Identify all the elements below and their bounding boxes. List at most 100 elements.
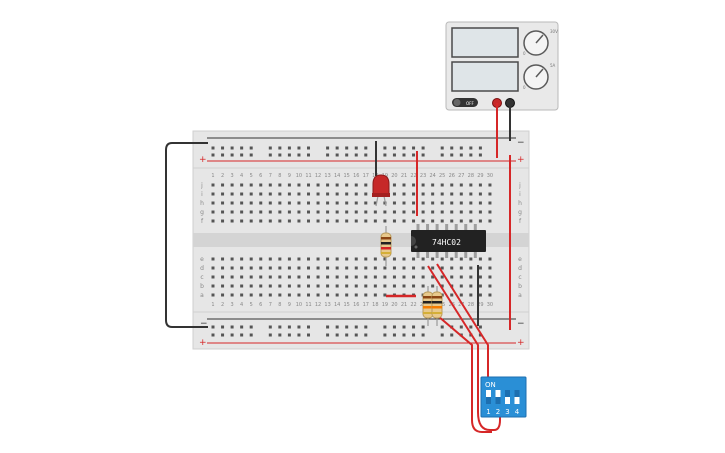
terminal-hole[interactable]	[345, 266, 349, 270]
terminal-hole[interactable]	[469, 210, 473, 214]
dip-switch-toggle-3[interactable]	[505, 397, 510, 404]
terminal-hole[interactable]	[326, 201, 330, 205]
terminal-hole[interactable]	[469, 257, 473, 261]
terminal-hole[interactable]	[440, 284, 444, 288]
rail-hole[interactable]	[364, 146, 368, 150]
terminal-hole[interactable]	[383, 266, 387, 270]
terminal-hole[interactable]	[459, 210, 463, 214]
terminal-hole[interactable]	[402, 201, 406, 205]
rail-hole[interactable]	[450, 153, 454, 157]
terminal-hole[interactable]	[259, 293, 263, 297]
terminal-hole[interactable]	[221, 284, 225, 288]
terminal-hole[interactable]	[249, 293, 253, 297]
terminal-hole[interactable]	[402, 210, 406, 214]
terminal-hole[interactable]	[287, 266, 291, 270]
terminal-hole[interactable]	[278, 183, 282, 187]
terminal-hole[interactable]	[421, 275, 425, 279]
rail-hole[interactable]	[469, 153, 473, 157]
terminal-hole[interactable]	[326, 192, 330, 196]
rail-hole[interactable]	[221, 325, 225, 329]
terminal-hole[interactable]	[278, 192, 282, 196]
rail-hole[interactable]	[240, 153, 244, 157]
terminal-hole[interactable]	[287, 293, 291, 297]
terminal-hole[interactable]	[450, 293, 454, 297]
rail-hole[interactable]	[345, 146, 349, 150]
terminal-hole[interactable]	[221, 219, 225, 223]
terminal-hole[interactable]	[354, 293, 358, 297]
rail-hole[interactable]	[469, 325, 473, 329]
terminal-hole[interactable]	[326, 266, 330, 270]
terminal-hole[interactable]	[259, 183, 263, 187]
terminal-hole[interactable]	[373, 284, 377, 288]
rail-hole[interactable]	[326, 146, 330, 150]
terminal-hole[interactable]	[240, 257, 244, 261]
terminal-hole[interactable]	[412, 192, 416, 196]
rail-hole[interactable]	[412, 333, 416, 337]
rail-hole[interactable]	[230, 325, 234, 329]
terminal-hole[interactable]	[421, 201, 425, 205]
red-led[interactable]	[372, 174, 390, 207]
terminal-hole[interactable]	[268, 257, 272, 261]
terminal-hole[interactable]	[221, 293, 225, 297]
terminal-hole[interactable]	[316, 275, 320, 279]
rail-hole[interactable]	[354, 333, 358, 337]
terminal-hole[interactable]	[278, 219, 282, 223]
terminal-hole[interactable]	[307, 210, 310, 214]
terminal-hole[interactable]	[383, 219, 387, 223]
terminal-hole[interactable]	[307, 219, 310, 223]
terminal-hole[interactable]	[402, 275, 406, 279]
terminal-hole[interactable]	[478, 201, 482, 205]
terminal-hole[interactable]	[268, 183, 272, 187]
rail-hole[interactable]	[221, 146, 225, 150]
terminal-hole[interactable]	[440, 183, 444, 187]
rail-hole[interactable]	[307, 325, 310, 329]
rail-hole[interactable]	[268, 146, 272, 150]
terminal-hole[interactable]	[307, 266, 310, 270]
terminal-hole[interactable]	[488, 293, 492, 297]
rail-hole[interactable]	[402, 153, 406, 157]
rail-hole[interactable]	[230, 146, 234, 150]
terminal-hole[interactable]	[240, 284, 244, 288]
terminal-hole[interactable]	[297, 201, 301, 205]
terminal-hole[interactable]	[488, 284, 492, 288]
rail-hole[interactable]	[421, 153, 425, 157]
resistor-pulldown-2[interactable]	[431, 286, 443, 326]
terminal-hole[interactable]	[450, 201, 454, 205]
terminal-hole[interactable]	[392, 201, 396, 205]
terminal-hole[interactable]	[364, 183, 368, 187]
rail-hole[interactable]	[335, 153, 339, 157]
terminal-hole[interactable]	[335, 183, 339, 187]
terminal-hole[interactable]	[478, 257, 482, 261]
terminal-hole[interactable]	[211, 293, 215, 297]
rail-hole[interactable]	[230, 153, 234, 157]
terminal-hole[interactable]	[297, 192, 301, 196]
terminal-hole[interactable]	[488, 275, 492, 279]
terminal-hole[interactable]	[488, 266, 492, 270]
terminal-hole[interactable]	[364, 257, 368, 261]
terminal-hole[interactable]	[278, 210, 282, 214]
rail-hole[interactable]	[364, 333, 368, 337]
terminal-hole[interactable]	[287, 275, 291, 279]
terminal-hole[interactable]	[307, 284, 310, 288]
terminal-hole[interactable]	[421, 219, 425, 223]
terminal-hole[interactable]	[345, 210, 349, 214]
terminal-hole[interactable]	[373, 266, 377, 270]
terminal-hole[interactable]	[354, 257, 358, 261]
terminal-hole[interactable]	[402, 219, 406, 223]
rail-hole[interactable]	[459, 325, 463, 329]
terminal-hole[interactable]	[345, 284, 349, 288]
terminal-hole[interactable]	[211, 183, 215, 187]
terminal-hole[interactable]	[259, 257, 263, 261]
terminal-hole[interactable]	[259, 201, 263, 205]
rail-hole[interactable]	[326, 153, 330, 157]
terminal-hole[interactable]	[373, 293, 377, 297]
rail-hole[interactable]	[478, 333, 482, 337]
terminal-hole[interactable]	[240, 210, 244, 214]
rail-hole[interactable]	[345, 333, 349, 337]
terminal-hole[interactable]	[469, 192, 473, 196]
rail-hole[interactable]	[240, 325, 244, 329]
rail-hole[interactable]	[383, 153, 387, 157]
terminal-hole[interactable]	[431, 201, 435, 205]
terminal-hole[interactable]	[412, 201, 416, 205]
rail-hole[interactable]	[345, 153, 349, 157]
